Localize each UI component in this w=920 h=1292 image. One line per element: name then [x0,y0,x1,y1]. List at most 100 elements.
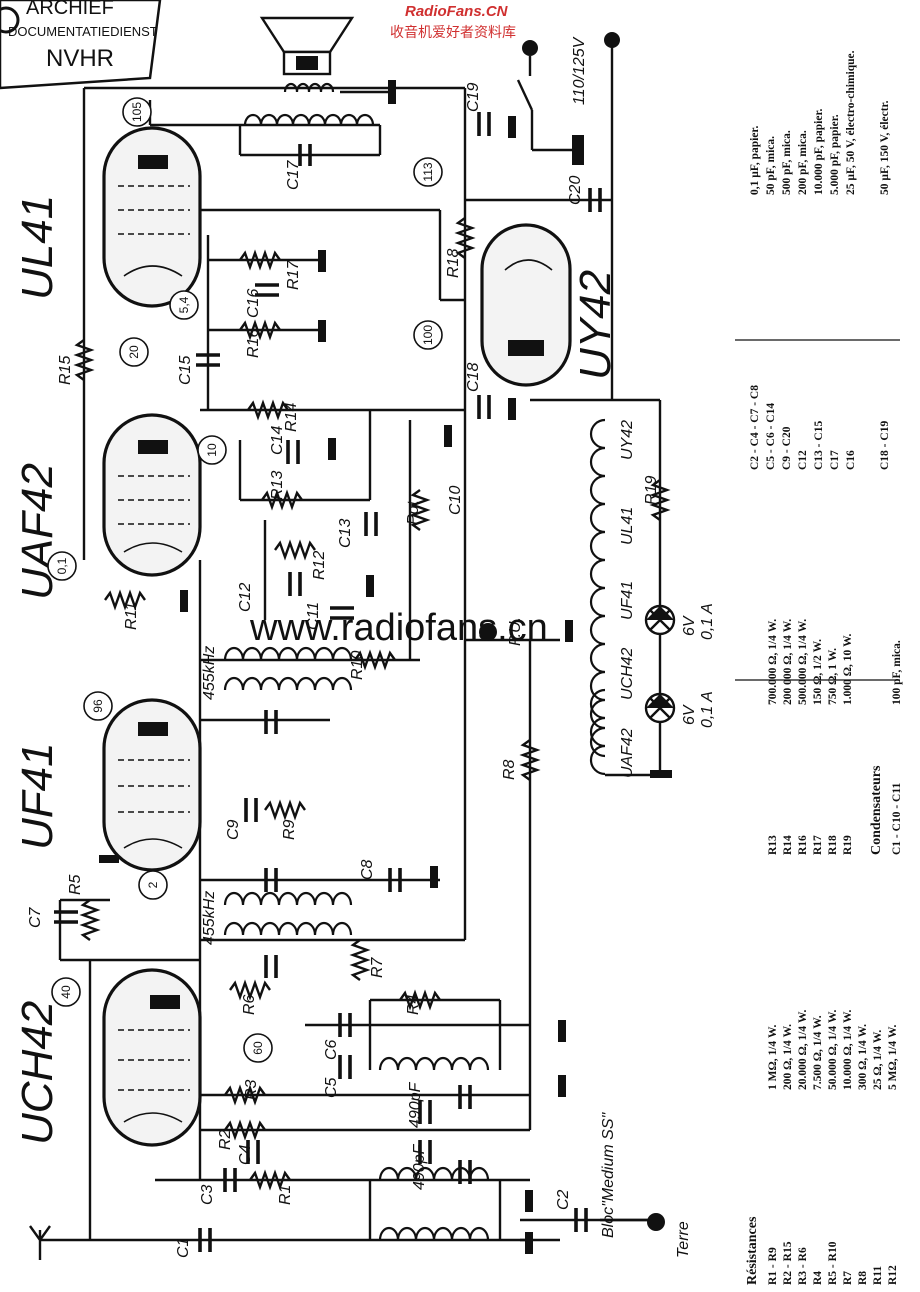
resistors [73,217,671,1191]
voltage-2: 2 [146,881,160,888]
lamp2-amp: 0,1 A [699,691,716,728]
svg-text:R13: R13 [767,835,779,855]
label-r4: R4 [405,994,422,1015]
label-c10: C10 [447,486,464,515]
label-c7: C7 [27,906,44,928]
voltage-5-4: 5,4 [177,296,191,313]
svg-text:C17: C17 [829,450,841,470]
label-r10: R10 [349,651,366,680]
label-r16: R16 [245,329,262,358]
watermark-site: RadioFans.CN [405,3,509,20]
svg-text:C13 - C15: C13 - C15 [813,421,825,470]
label-r13: R13 [269,471,286,500]
label-c1: C1 [175,1238,192,1258]
output-transformer [243,113,375,166]
lamp2-volt: 6V [681,704,698,725]
heater-uy42: UY42 [619,420,636,460]
svg-text:C18 - C19: C18 - C19 [879,421,891,470]
svg-text:C5 - C6 - C14: C5 - C6 - C14 [765,403,777,470]
svg-text:C16: C16 [845,450,857,470]
label-r15: R15 [57,356,74,385]
voltage-10: 10 [205,443,219,457]
svg-text:R17: R17 [812,835,824,855]
wiring [29,40,662,1260]
label-c6: C6 [323,1039,340,1060]
svg-text:R5 - R10: R5 - R10 [827,1241,839,1285]
label-r2: R2 [217,1129,234,1150]
heater-chain [589,418,676,776]
svg-text:10.000 Ω, 1/4 W.: 10.000 Ω, 1/4 W. [842,1010,854,1090]
label-r17: R17 [285,260,302,290]
svg-text:10.000 pF, papier.: 10.000 pF, papier. [813,108,825,195]
lamp1-volt: 6V [681,615,698,636]
label-if-455-1: 455kHz [201,646,218,700]
voltage-40: 40 [59,985,73,999]
label-c18: C18 [465,363,482,392]
label-r1: R1 [277,1185,294,1205]
label-r3: R3 [243,1079,260,1100]
svg-text:750 Ω, 1 W.: 750 Ω, 1 W. [827,648,839,705]
svg-text:R11: R11 [872,1266,884,1285]
label-490pf-1: 490pF [407,1081,424,1128]
svg-text:5.000 pF, papier.: 5.000 pF, papier. [829,114,841,195]
svg-text:5 MΩ, 1/4 W.: 5 MΩ, 1/4 W. [887,1025,899,1090]
resistances-col1: R1 - R9 1 MΩ, 1/4 W. R2 - R15 200 Ω, 1/4… [767,1010,899,1285]
svg-text:1 MΩ, 1/4 W.: 1 MΩ, 1/4 W. [767,1025,779,1090]
voltage-nodes: 105 113 5,4 20 100 10 0,1 96 2 40 60 [47,97,443,1063]
tube-label-ul41: UL41 [13,195,62,300]
stamp-line1: ARCHIEF [26,0,114,19]
svg-text:150 Ω, 1/2 W.: 150 Ω, 1/2 W. [812,639,824,705]
tube-uf41 [102,698,202,872]
label-supply: 110/125V [571,36,588,105]
svg-text:R3 - R6: R3 - R6 [797,1247,809,1285]
loudspeaker [259,16,396,104]
svg-text:R1 - R9: R1 - R9 [767,1247,779,1285]
svg-text:20.000 Ω, 1/4 W.: 20.000 Ω, 1/4 W. [797,1010,809,1090]
label-490pf-2: 490pF [411,1143,428,1190]
label-c4: C4 [237,1144,254,1165]
svg-text:200 Ω, 1/4 W.: 200 Ω, 1/4 W. [782,1024,794,1090]
heater-uf41: UF41 [619,581,636,620]
svg-text:300 Ω, 1/4 W.: 300 Ω, 1/4 W. [857,1024,869,1090]
label-c8: C8 [359,859,376,880]
svg-text:R16: R16 [797,835,809,855]
svg-text:C12: C12 [797,450,809,470]
heater-ul41: UL41 [619,507,636,545]
label-r14: R14 [283,403,300,432]
tube-uaf42 [102,413,202,577]
archive-stamp: ARCHIEF DOCUMENTATIEDIENST NVHR [0,0,162,90]
label-c5: C5 [323,1077,340,1098]
svg-text:R2 - R15: R2 - R15 [782,1241,794,1285]
svg-text:R7: R7 [842,1271,854,1285]
label-r5: R5 [67,874,84,895]
heater-uch42: UCH42 [619,647,636,700]
svg-text:200 pF, mica.: 200 pF, mica. [797,130,809,195]
label-c15: C15 [177,356,194,385]
svg-text:R19: R19 [842,835,854,855]
terminals [479,32,665,1231]
table-resistances-title: Résistances [745,1216,760,1285]
svg-text:R8: R8 [857,1271,869,1285]
svg-text:50 pF, mica.: 50 pF, mica. [765,136,777,195]
label-c9: C9 [225,819,242,840]
voltage-60: 60 [251,1041,265,1055]
stamp-line2: DOCUMENTATIEDIENST [8,24,158,39]
watermark-chinese: 收音机爱好者资料库 [390,24,516,40]
tube-label-uch42: UCH42 [13,1001,62,1145]
condensers-col1: C1 - C10 - C11 100 pF, mica. [891,640,903,855]
svg-text:7.500 Ω, 1/4 W.: 7.500 Ω, 1/4 W. [812,1015,824,1090]
label-if-455-2: 455kHz [201,891,218,945]
label-bloc-medium: Bloc"Medium SS" [600,1112,617,1239]
label-c13: C13 [337,519,354,548]
label-c3: C3 [199,1184,216,1205]
label-c19: C19 [465,83,482,112]
label-r19: R19 [643,476,660,505]
label-pickup: P.U. [507,617,524,646]
voltage-96: 96 [91,699,105,713]
component-table: Résistances R1 - R9 1 MΩ, 1/4 W. R2 - R1… [735,50,903,1285]
label-r9: R9 [281,819,298,840]
svg-text:C9 - C20: C9 - C20 [781,426,793,470]
svg-text:C1 - C10 - C11: C1 - C10 - C11 [891,783,903,855]
voltage-0-1: 0,1 [55,557,69,574]
